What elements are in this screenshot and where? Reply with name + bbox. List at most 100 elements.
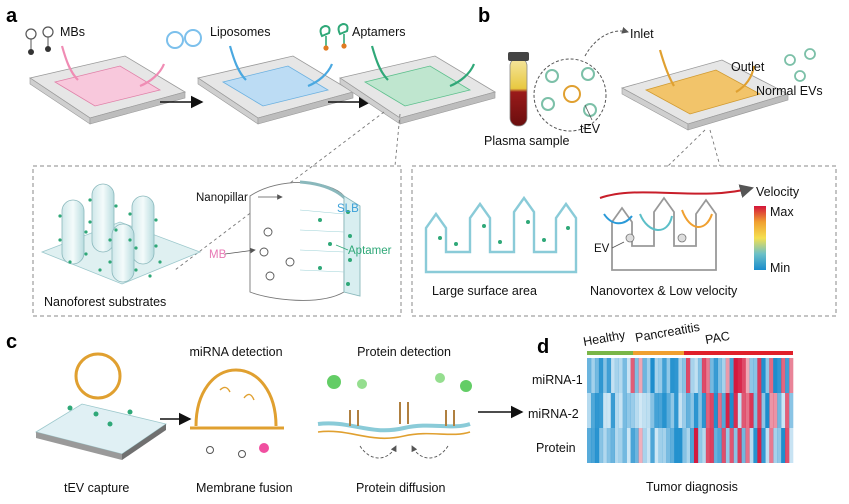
arrow-mb [224,247,256,255]
heatmap-cell [602,428,608,463]
heatmap-cell [587,393,592,428]
heatmap-cell [777,358,782,393]
heatmap-cell [781,428,786,463]
label-tumor-diagnosis: Tumor diagnosis [646,480,738,494]
heatmap-cell [598,358,604,393]
heatmap-cell [749,358,754,393]
heatmap-cell [662,428,667,463]
heatmap-cell [590,393,596,428]
heatmap-cell [594,358,600,393]
heatmap-cell [777,428,782,463]
heatmap-cell [642,358,647,393]
heatmap-cell [729,428,734,463]
heatmap-cell [630,428,635,463]
heatmap-cell [749,393,754,428]
zoom-line-left [174,111,385,271]
normal-ev-icons [784,48,816,82]
heatmap-cell [618,358,623,393]
heatmap-cell [646,393,651,428]
heatmap-cell [674,358,679,393]
heatmap-cell [666,358,671,393]
leader-tev [584,104,593,121]
heatmap-cell [630,393,635,428]
heatmap-cell [777,393,782,428]
heatmap-cell [622,428,627,463]
heatmap-cell [602,358,608,393]
heatmap-cell [705,428,711,463]
heatmap-cell [765,393,770,428]
heatmap-cell [654,428,659,463]
chip-liposomes [197,45,355,125]
heatmap-cell [785,393,790,428]
heatmap-cell [638,358,643,393]
heatmap-cell [670,393,675,428]
heatmap-cell [606,358,612,393]
ev-magnifier [533,58,607,132]
heatmap-cell [682,358,687,393]
heatmap-cell [658,358,663,393]
heatmap-cell [717,393,722,428]
heatmap-cell [725,393,730,428]
heatmap-cell [610,358,616,393]
heatmap-cell [709,358,715,393]
heatmap-cell [717,358,722,393]
heatmap-cell [646,428,651,463]
liposome-icon [166,29,202,49]
heatmap-cell [642,428,647,463]
aptamer-icon [319,22,349,51]
heatmap-cell [693,428,699,463]
heatmap-cell [634,393,639,428]
heatmap-cell [733,393,738,428]
heatmap-cell [606,428,612,463]
label-membrane-fusion: Membrane fusion [196,481,293,495]
mb-icon [25,26,54,55]
group-label-pancreatitis: Pancreatitis [634,320,701,345]
heatmap-cell [705,358,711,393]
label-aptamers: Aptamers [352,25,406,39]
heatmap-cell [654,358,659,393]
heatmap-cell [737,428,742,463]
label-protein-detection: Protein detection [357,345,451,359]
heatmap-cell [721,358,726,393]
heatmap-cell [654,393,659,428]
heatmap-cell [753,393,758,428]
heatmap-cell [598,428,604,463]
heatmap-cell [737,358,742,393]
heatmap-cell [610,428,616,463]
membrane-fusion-illustration [190,368,284,458]
heatmap-cell [690,393,695,428]
inset-box-b [411,165,837,317]
heatmap-cell [717,428,722,463]
label-outlet: Outlet [731,60,765,74]
heatmap-cell [709,393,715,428]
heatmap-cell [666,428,671,463]
heatmap-cell [662,358,667,393]
label-mb: MB [209,249,227,261]
heatmap-cell [729,358,734,393]
label-mbs: MBs [60,25,85,39]
heatmap-cell [598,393,604,428]
heatmap-cell [674,428,679,463]
arrow-inlet [584,26,629,57]
heatmap-cell [686,393,691,428]
heatmap-cell [773,358,778,393]
heatmap-cell [701,428,707,463]
heatmap-cell [753,428,758,463]
heatmap-cell [765,358,770,393]
heatmap-cell [781,393,786,428]
heatmap-cell [769,358,774,393]
heatmap-cell [773,393,778,428]
panel-label-a: a [6,5,18,27]
zoom-line-right [394,113,401,167]
heatmap-cell [678,358,683,393]
heatmap-cell [678,393,683,428]
heatmap-cell [658,393,663,428]
heatmap-cell [749,428,754,463]
heatmap-cell [658,428,663,463]
panel-label-d: d [537,336,549,358]
heatmap-cell [697,393,703,428]
nanopillar-section [249,180,361,301]
heatmap-cell [761,358,766,393]
row-label-mirna-2: miRNA-2 [528,407,579,421]
heatmap-cell [594,393,600,428]
